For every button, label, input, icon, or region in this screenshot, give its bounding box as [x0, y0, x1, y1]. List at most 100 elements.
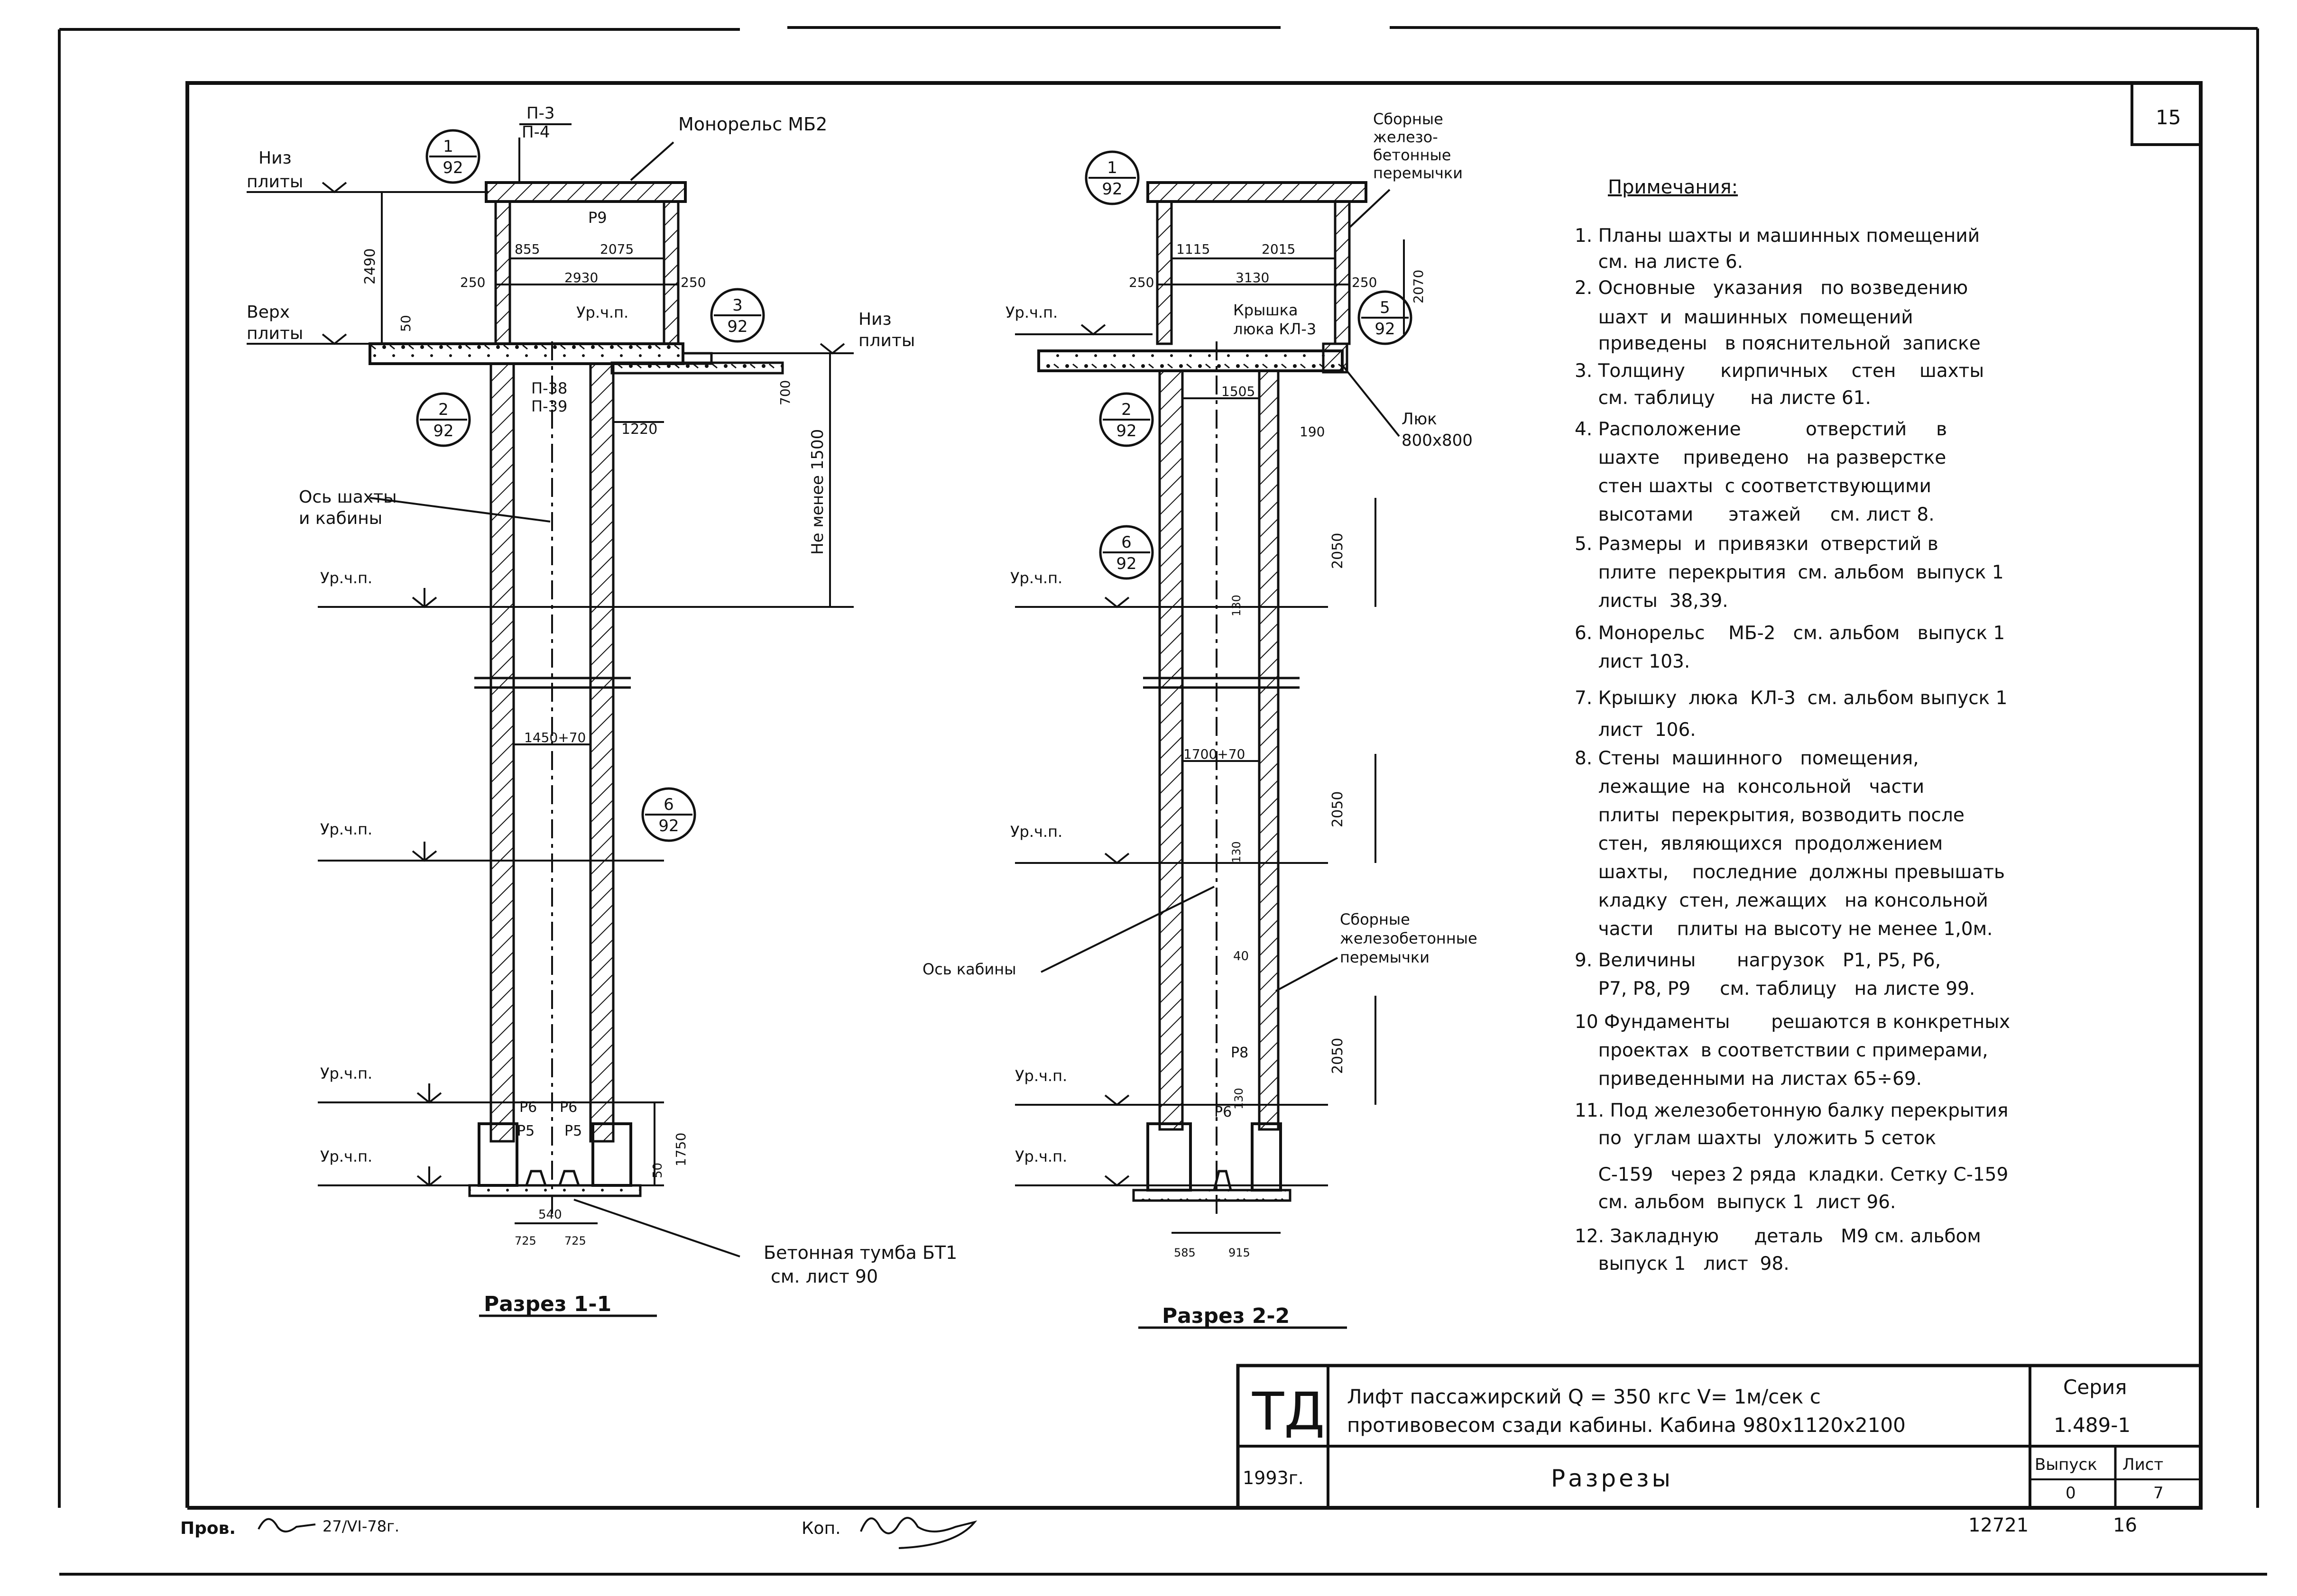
label-level-s2-4: Ур.ч.п. [1015, 1147, 1067, 1165]
label-level-s2-top: Ур.ч.п. [1006, 303, 1058, 321]
label-level-s2-2: Ур.ч.п. [1010, 823, 1062, 841]
dim-s2-40: 40 [1233, 949, 1249, 963]
title-block: ТД 1993г. Лифт пассажирский Q = 350 кгс … [1236, 1364, 2203, 1510]
note-line-23: кладку стен, лежащих на консольной [1575, 890, 1988, 911]
dim-s2-1115: 1115 [1176, 241, 1210, 257]
footer-order: 12721 [1968, 1514, 2029, 1536]
dim-s1-855: 855 [515, 241, 540, 257]
ref-1-num: 1 [443, 137, 453, 156]
note-line-5: 3. Толщину кирпичных стен шахты [1575, 360, 1984, 382]
dim-s1-2930: 2930 [564, 270, 598, 285]
ref-3-num: 3 [732, 296, 743, 315]
ref-1-den-s2: 92 [1102, 180, 1122, 199]
note-line-34: 12. Закладную деталь М9 см. альбом [1575, 1226, 1981, 1247]
note-line-14: 6. Монорельс МБ-2 см. альбом выпуск 1 [1575, 623, 2005, 644]
label-level-1: Ур.ч.п. [320, 569, 372, 587]
note-line-25: 9. Величины нагрузок Р1, Р5, Р6, [1575, 950, 1941, 971]
label-level-4: Ур.ч.п. [320, 1147, 372, 1165]
label-precast-mid-1: Сборные [1340, 910, 1410, 928]
dim-s2-2050c: 2050 [1329, 1038, 1346, 1074]
dim-s2-130b: 130 [1230, 841, 1243, 863]
shaft-wall-left [489, 362, 515, 1143]
note-line-18: 8. Стены машинного помещения, [1575, 748, 1919, 769]
dim-s2-1700: 1700+70 [1183, 746, 1245, 762]
dim-s2-250b: 250 [1352, 275, 1377, 290]
note-line-13: листы 38,39. [1575, 590, 1728, 612]
dim-s1-250b: 250 [681, 275, 706, 290]
dim-s2-585: 585 [1174, 1246, 1196, 1259]
label-level-s1-top: Ур.ч.п. [576, 303, 628, 321]
footer-checked-date: 27/VI-78г. [323, 1517, 399, 1535]
label-shaft-axis-1: Ось шахты [299, 487, 397, 507]
dim-s2-2070: 2070 [1411, 270, 1426, 303]
note-line-4: приведены в пояснительной записке [1575, 333, 1981, 354]
footer: Пров. 27/VI-78г. Коп. 12721 16 [180, 1514, 2137, 1549]
note-line-8: шахте приведено на разверстке [1575, 447, 1946, 468]
label-p9: Р9 [588, 209, 607, 227]
ref-3-den: 92 [727, 317, 747, 336]
ref-6-den-s2: 92 [1116, 554, 1136, 573]
copier-signature [860, 1517, 978, 1549]
dim-s1-2490: 2490 [362, 248, 378, 284]
note-line-3: шахт и машинных помещений [1575, 307, 1913, 328]
label-niz-plity-right-1: Низ [858, 310, 892, 329]
note-line-21: стен, являющихся продолжением [1575, 833, 1943, 854]
section-title-1-1: Разрез 1-1 [484, 1292, 611, 1316]
label-verkh-plity-1: Верх [247, 303, 290, 322]
note-line-1: см. на листе 6. [1575, 251, 1743, 273]
note-line-9: стен шахты с соответствующими [1575, 476, 1931, 497]
dim-s2-915: 915 [1228, 1246, 1250, 1259]
label-hatch-cover-2: люка КЛ-3 [1233, 320, 1316, 338]
label-hatch-2: 800х800 [1402, 431, 1473, 450]
label-panel-p38: П-38 [531, 379, 567, 397]
ref-5-num: 5 [1380, 298, 1390, 317]
roof-slab-s2 [1146, 181, 1367, 203]
label-hatch-cover-1: Крышка [1233, 301, 1298, 319]
label-p6-a: Р6 [519, 1099, 537, 1116]
note-line-17: лист 106. [1575, 719, 1696, 741]
label-hatch-1: Люк [1402, 410, 1437, 429]
sheet-name: Разрезы [1551, 1465, 1673, 1492]
title-line-1: Лифт пассажирский Q = 350 кгс V= 1м/сек … [1347, 1385, 1821, 1408]
series-label: Серия [2063, 1376, 2127, 1399]
dim-s1-725b: 725 [564, 1234, 586, 1247]
label-p5-a: Р5 [517, 1123, 535, 1139]
note-line-29: приведенными на листах 65÷69. [1575, 1068, 1922, 1090]
label-pedestal-2: см. лист 90 [771, 1266, 878, 1287]
section-title-2-2: Разрез 2-2 [1162, 1304, 1290, 1328]
ref-1-den: 92 [443, 158, 463, 177]
dim-s2-2050a: 2050 [1329, 533, 1346, 569]
section-1-1-text: Низ плиты Верх плиты Монорельс МБ2 П-3 П… [247, 104, 957, 1316]
dim-s1-540: 540 [538, 1208, 562, 1222]
note-line-30: 11. Под железобетонную балку перекрытия [1575, 1100, 2008, 1121]
note-line-20: плиты перекрытия, возводить после [1575, 805, 1965, 826]
note-line-28: проектах в соответствии с примерами, [1575, 1040, 1988, 1061]
label-level-s2-3: Ур.ч.п. [1015, 1067, 1067, 1085]
dim-s2-3130: 3130 [1236, 270, 1269, 285]
label-min-height: Не менее 1500 [808, 429, 827, 555]
label-p5-b: Р5 [564, 1123, 582, 1139]
notes-heading: Примечания: [1608, 176, 1738, 198]
note-line-19: лежащие на консольной части [1575, 776, 1924, 798]
ref-2-den: 92 [433, 422, 453, 440]
note-line-33: см. альбом выпуск 1 лист 96. [1575, 1192, 1896, 1213]
sheet-value: 7 [2153, 1484, 2164, 1503]
dim-s2-190: 190 [1300, 424, 1325, 440]
label-level-2: Ур.ч.п. [320, 820, 372, 838]
note-line-2: 2. Основные указания по возведению [1575, 277, 1968, 299]
title-year: 1993г. [1243, 1468, 1304, 1488]
ref-2-num: 2 [438, 400, 449, 419]
label-monorail: Монорельс МБ2 [678, 114, 827, 135]
note-line-24: части плиты на высоту не менее 1,0м. [1575, 918, 1993, 940]
label-panel-p39: П-39 [531, 397, 567, 415]
shaft-wall-right-s2 [1258, 369, 1280, 1131]
checker-signature [258, 1518, 316, 1532]
note-line-22: шахты, последние должны превышать [1575, 862, 2005, 883]
floor-slab-s2 [1037, 349, 1344, 372]
issue-value: 0 [2066, 1484, 2076, 1503]
dim-s1-1450: 1450+70 [524, 730, 586, 745]
shaft-wall-right [589, 362, 615, 1143]
sheet-label: Лист [2122, 1455, 2163, 1474]
shaft-wall-left-s2 [1158, 369, 1184, 1131]
issue-label: Выпуск [2035, 1455, 2097, 1474]
